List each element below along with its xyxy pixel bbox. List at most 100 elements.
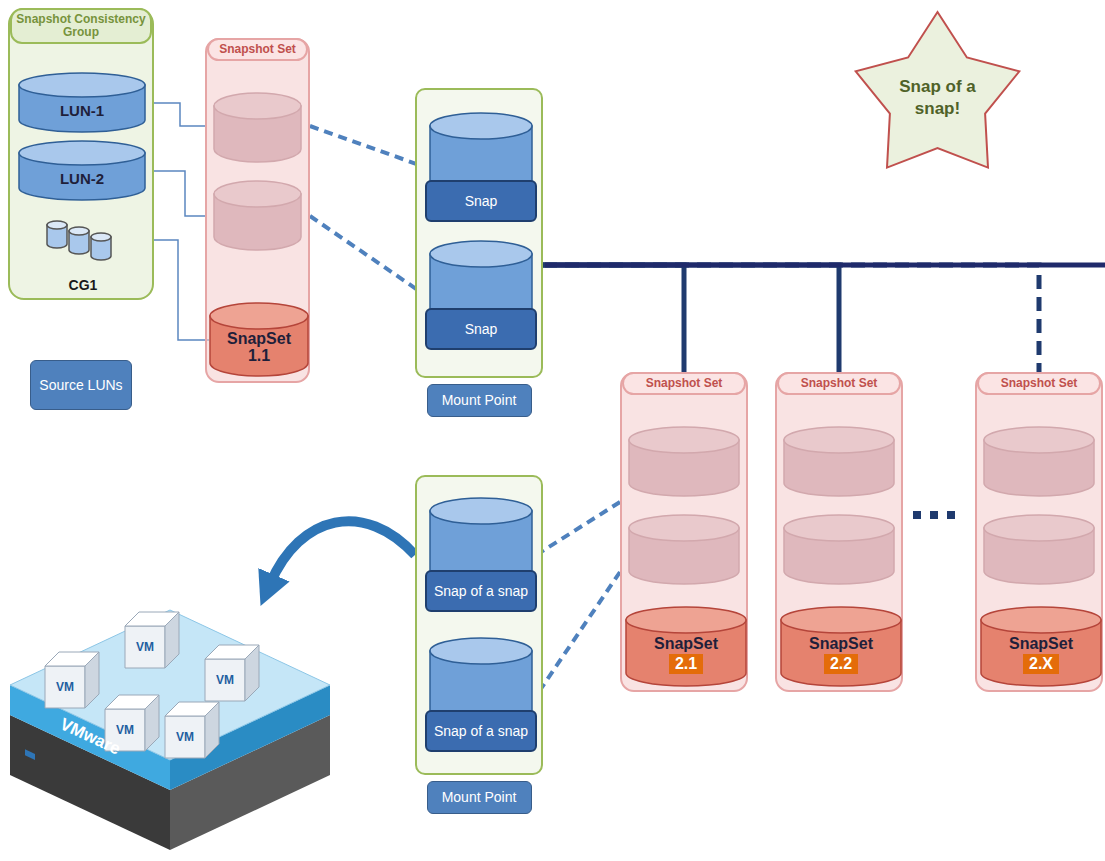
- shape: [430, 498, 532, 524]
- shape: [784, 515, 894, 541]
- shape: [430, 113, 532, 139]
- shape: [91, 233, 111, 241]
- set-heading: Snapshot Set: [777, 372, 901, 395]
- connector: [537, 502, 620, 555]
- consistency-group: Snapshot Consistency GroupLUN-1LUN-2CG1: [8, 8, 154, 300]
- shape: [984, 515, 1094, 541]
- shape: [19, 73, 145, 132]
- volume-name: SnapSet 1.1: [223, 330, 295, 364]
- volume-cylinder: LUN-2: [18, 140, 146, 202]
- shape: [626, 607, 746, 633]
- snap-label: Snap: [425, 308, 537, 350]
- shape: [245, 645, 259, 701]
- vm-label: VM: [165, 730, 205, 744]
- vm-cube: VM: [125, 612, 181, 668]
- shape: [629, 427, 739, 453]
- connector: [543, 265, 839, 372]
- vm-label: VM: [125, 640, 165, 654]
- shape: [69, 227, 89, 235]
- connector: [310, 126, 425, 167]
- volume-name: LUN-2: [60, 170, 104, 187]
- box-text: Source LUNs: [36, 377, 126, 394]
- volume-cylinder: SnapSet2.2: [780, 606, 902, 688]
- label-box: Source LUNs: [30, 360, 132, 410]
- shape: [165, 612, 179, 668]
- volume-name: SnapSet: [654, 635, 718, 653]
- shape: [629, 515, 739, 541]
- set-heading: Snapshot Set: [977, 372, 1101, 395]
- shape: [430, 638, 532, 664]
- volume-cylinder: LUN-1: [18, 72, 146, 134]
- set-heading: Snapshot Set: [207, 38, 308, 61]
- snapset-number: 2.2: [824, 654, 858, 674]
- shape: [626, 607, 746, 686]
- shape: [784, 515, 894, 584]
- shape: [69, 227, 89, 254]
- snap-volume: Snap of a snap: [425, 637, 537, 752]
- shape: [19, 141, 145, 200]
- connector: [310, 216, 425, 295]
- snap-label: Snap: [425, 180, 537, 222]
- snapshot-set: Snapshot SetSnapSet2.X: [975, 372, 1103, 692]
- ellipsis-dot: [947, 511, 955, 519]
- connector: [537, 572, 620, 695]
- shape: [125, 626, 165, 668]
- snap-label: Snap of a snap: [425, 570, 537, 612]
- snap-label: Snap of a snap: [425, 710, 537, 752]
- shape: [210, 303, 308, 329]
- mount-point: Mount PointSnap of a snapSnap of a snap: [415, 475, 543, 775]
- mount-point-label: Mount Point: [427, 384, 532, 417]
- vm-cube: VM: [45, 652, 101, 708]
- shape: [981, 607, 1101, 686]
- shape: [210, 303, 308, 376]
- snap-volume: Snap: [425, 112, 537, 222]
- set-heading: Snapshot Set: [622, 372, 746, 395]
- shape: [105, 709, 145, 751]
- snapset-number: 2.1: [669, 654, 703, 674]
- shape: [47, 221, 67, 248]
- shape: [145, 695, 159, 751]
- vmware-host: VMwareVMVMVMVMVM: [5, 590, 335, 855]
- snapshot-set: Snapshot SetSnapSet2.1: [620, 372, 748, 692]
- shape: [165, 716, 205, 758]
- cg-label: CG1: [69, 276, 98, 294]
- snapshot-set: Snapshot SetSnapSet2.2: [775, 372, 903, 692]
- snapshot-set: Snapshot SetSnapSet 1.1: [205, 38, 310, 383]
- shape: [85, 652, 99, 708]
- volume-name: LUN-1: [60, 102, 104, 119]
- shape: [214, 93, 301, 119]
- mount-point-label: Mount Point: [427, 781, 532, 814]
- shape: [214, 181, 301, 250]
- shape: [214, 93, 301, 162]
- volume-cylinder: SnapSet2.1: [625, 606, 747, 688]
- snap-volume: Snap of a snap: [425, 497, 537, 612]
- vm-label: VM: [105, 723, 145, 737]
- shape: [629, 515, 739, 584]
- volume-cylinder: SnapSet 1.1: [209, 302, 309, 378]
- volume-cylinder: SnapSet2.X: [980, 606, 1102, 688]
- connector: [146, 171, 205, 216]
- shape: [19, 141, 145, 165]
- connector: [543, 265, 1039, 372]
- shape: [784, 427, 894, 453]
- volume-name: SnapSet: [809, 635, 873, 653]
- mount-point: Mount PointSnapSnap: [415, 88, 543, 378]
- shape: [781, 607, 901, 633]
- vm-cube: VM: [205, 645, 261, 701]
- shape: [984, 427, 1094, 453]
- shape: [430, 241, 532, 267]
- bus-line: [545, 263, 1105, 268]
- shape: [10, 610, 330, 760]
- shape: [984, 515, 1094, 584]
- ellipsis-dot: [930, 511, 938, 519]
- shape: [784, 427, 894, 496]
- snap-volume: Snap: [425, 240, 537, 350]
- snapset-number: 2.X: [1023, 654, 1059, 674]
- shape: [205, 702, 219, 758]
- shape: [781, 607, 901, 686]
- star-callout: Snap of a snap!: [850, 15, 1025, 165]
- vm-label: VM: [205, 673, 245, 687]
- cg-icon: CG1: [40, 210, 126, 294]
- shape: [214, 181, 301, 207]
